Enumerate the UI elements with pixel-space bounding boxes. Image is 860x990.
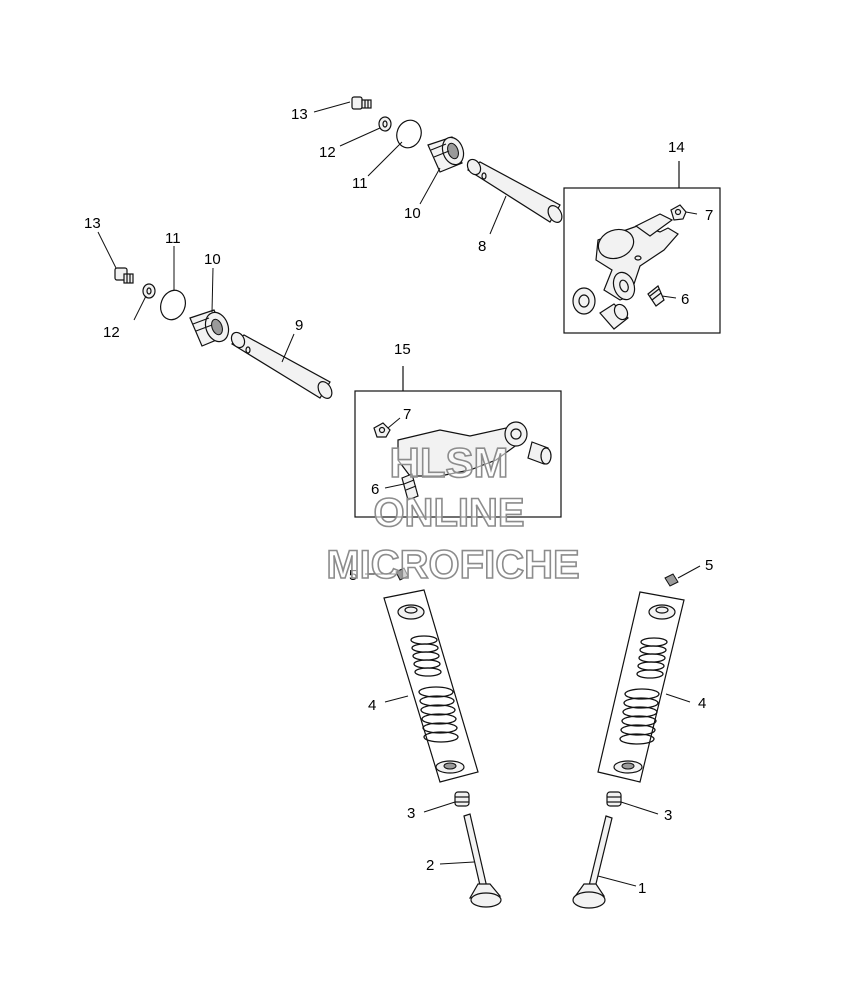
watermark-line-2-fill: ONLINE [373, 491, 524, 535]
callout-8: 8 [478, 238, 486, 255]
callout-2: 2 [426, 857, 434, 874]
callout-3-right: 3 [664, 807, 672, 824]
part-13-upper-bolt [351, 96, 372, 110]
part-8-upper-rocker-shaft [466, 158, 563, 223]
callout-11-lower: 11 [165, 230, 181, 247]
watermark-line-2: ONLINE [373, 491, 524, 535]
right-valve-spring-stack [597, 591, 685, 783]
watermark-line-1: HLSM [390, 439, 509, 486]
callout-13-upper: 13 [291, 106, 308, 123]
part-11-upper-oring [396, 119, 422, 149]
leader-lines [97, 101, 701, 887]
callout-15: 15 [394, 341, 411, 358]
callout-3-left: 3 [407, 805, 415, 822]
callout-12-upper: 12 [319, 144, 336, 161]
callout-10-lower: 10 [204, 251, 221, 268]
part-10-upper-bushing [427, 136, 465, 173]
callout-4-right: 4 [698, 695, 706, 712]
callout-11-upper: 11 [352, 175, 368, 192]
left-valve-spring-stack [383, 589, 479, 783]
watermark: HLSM HLSM ONLINE ONLINE MICROFICHE MICRO… [326, 438, 581, 588]
part-13-lower-bolt [114, 267, 134, 284]
callout-14: 14 [668, 139, 685, 156]
callout-7-upper: 7 [705, 207, 713, 224]
callout-7-lower: 7 [403, 406, 411, 423]
part-9-lower-rocker-shaft [230, 331, 333, 399]
callout-6-upper: 6 [681, 291, 689, 308]
watermark-line-1-fill: HLSM [390, 439, 509, 486]
part-5-left-keeper [395, 567, 409, 581]
callout-12-lower: 12 [103, 324, 120, 341]
callout-5-right: 5 [705, 557, 713, 574]
part-12-upper-washer [378, 116, 392, 132]
box-14-rocker-arm-kit [563, 161, 721, 334]
part-3-right-stem-seal [606, 791, 622, 807]
part-11-lower-oring [160, 289, 186, 321]
part-10-lower-bushing [189, 309, 230, 347]
callout-1: 1 [638, 880, 646, 897]
callout-10-upper: 10 [404, 205, 421, 222]
callout-9: 9 [295, 317, 303, 334]
part-3-left-stem-seal [454, 791, 470, 807]
part-5-right-keeper [664, 573, 679, 587]
part-1-intake-valve [572, 815, 613, 909]
callout-13-lower: 13 [84, 215, 101, 232]
callout-4-left: 4 [368, 697, 376, 714]
watermark-line-3-fill: MICROFICHE [326, 543, 579, 587]
part-2-exhaust-valve [463, 813, 502, 908]
watermark-line-3: MICROFICHE [326, 543, 579, 587]
part-12-lower-washer [142, 283, 156, 299]
box-15-rocker-arm-kit [354, 366, 562, 518]
callout-5-left: 5 [349, 567, 357, 584]
callout-6-lower: 6 [371, 481, 379, 498]
